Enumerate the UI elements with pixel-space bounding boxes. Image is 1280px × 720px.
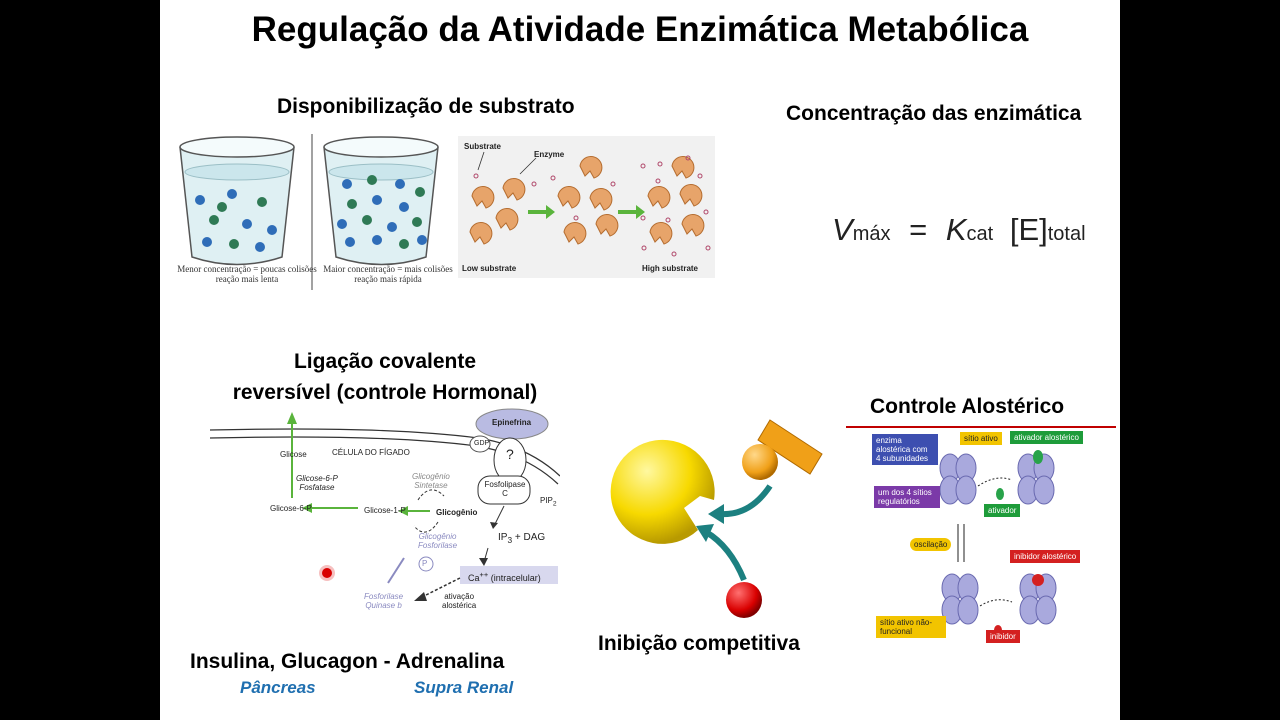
tag-sitio-nao-funcional: sítio ativo não-funcional [876,616,946,638]
tag-sitio-ativo: sítio ativo [960,432,1002,445]
gdp-label: GDP [474,440,489,447]
phosphate-label: P [422,559,427,568]
glicose1p-label: Glicose-1-P [364,506,406,515]
tag-um-dos-4: um dos 4 sítios regulatórios [874,486,940,508]
tag-ativador: ativador [984,504,1020,517]
celula-label: CÉLULA DO FÍGADO [332,448,410,457]
hormones-line: Insulina, Glucagon - Adrenalina [190,650,504,674]
beaker-high-concentration [324,137,438,265]
calcium-label: Ca++ (intracelular) [468,570,541,583]
concentration-heading: Concentração das enzimática [786,102,1081,126]
allosteric-heading: Controle Alostérico [870,395,1064,419]
question-mark: ? [506,446,514,462]
hormone-pathway-diagram: Epinefrina CÉLULA DO FÍGADO GDP ? Glicos… [208,408,560,618]
diagram-label-high: High substrate [642,264,698,273]
substrate-heading: Disponibilização de substrato [277,95,575,119]
pip2-label: PIP2 [540,496,557,508]
tag-oscilacao: oscilação [910,538,951,551]
diagram-label-substrate: Substrate [464,142,501,151]
pointer-dot [322,568,332,578]
competitive-inhibition-illustration [610,410,830,630]
glicose6p-label: Glicose-6-P [270,504,312,513]
ip3-dag-label: IP3 + DAG [498,532,545,545]
tag-inibidor: inibidor [986,630,1020,643]
tag-ativador-alosterico: ativador alostérico [1010,431,1083,444]
diagram-label-enzyme: Enzyme [534,150,564,159]
competitive-heading: Inibição competitiva [598,632,800,656]
slide-title: Regulação da Atividade Enzimática Metabó… [160,10,1120,50]
beaker-low-concentration [180,137,294,265]
substrate-enzyme-svg [458,136,715,278]
supra-renal-label: Supra Renal [414,678,513,698]
substrate-enzyme-diagram: Substrate Enzyme Low substrate High subs… [458,136,715,278]
vmax-formula: Vmáx = Kcat [E]total [832,212,1086,248]
glicose-label: Glicose [280,450,307,459]
diagram-label-low: Low substrate [462,264,516,273]
pancreas-label: Pâncreas [240,678,316,698]
slide: Regulação da Atividade Enzimática Metabó… [160,0,1120,720]
glicogenio-label: Glicogênio [436,508,477,517]
allosteric-diagram: enzima alostérica com 4 subunidades síti… [866,430,1116,650]
allosteric-divider [846,426,1116,428]
tag-inibidor-alosterico: inibidor alostérico [1010,550,1080,563]
tag-enzima-alosterica: enzima alostérica com 4 subunidades [872,434,938,465]
epinefrina-label: Epinefrina [492,418,531,427]
